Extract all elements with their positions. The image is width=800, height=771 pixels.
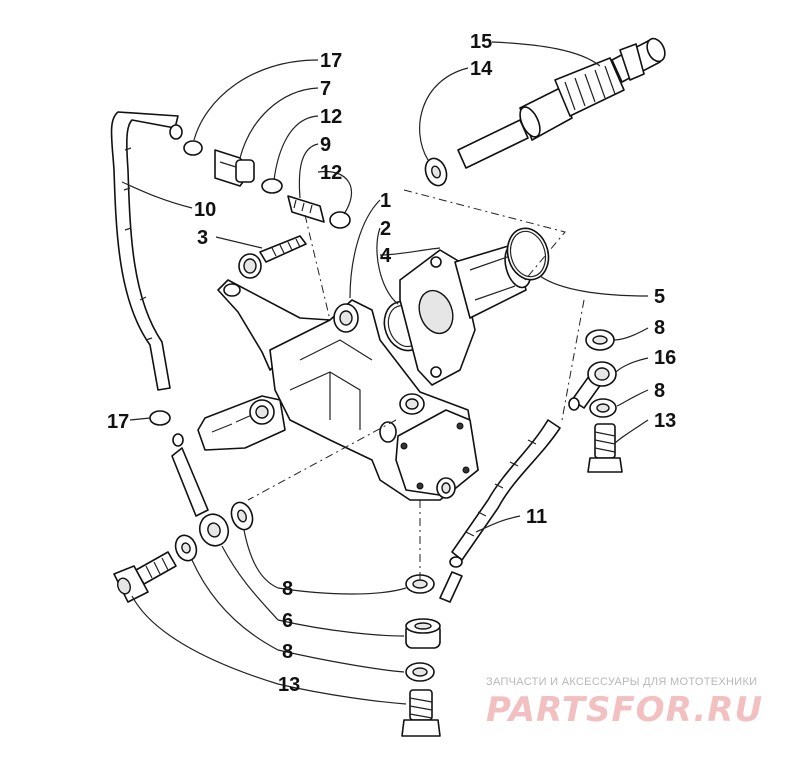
callout-9: 9 [320, 134, 331, 156]
callout-17-top: 17 [320, 50, 342, 72]
banjo-bolt-13-left [113, 551, 177, 603]
assembly-center-lines [247, 189, 585, 580]
callout-10: 10 [194, 199, 216, 221]
watermark-tagline: ЗАПЧАСТИ И АКСЕССУАРЫ ДЛЯ МОТОТЕХНИКИ [486, 676, 758, 688]
part-callouts: 17 7 12 9 12 10 3 1 2 4 5 15 14 8 16 8 1… [107, 31, 676, 696]
washer-8-right-top [585, 329, 615, 351]
callout-14: 14 [470, 58, 493, 80]
watermark-logo: PARTSFOR.RU [486, 690, 764, 730]
o-ring-5 [506, 227, 550, 281]
banjo-bolt-13-center [401, 689, 441, 737]
callout-7: 7 [320, 78, 331, 100]
hose-clamp-17-bottom [149, 410, 171, 426]
washer-14 [424, 157, 448, 187]
hose-sleeve-9 [287, 195, 325, 223]
callout-8-right-top: 8 [654, 317, 665, 339]
fitting-7 [214, 149, 255, 187]
callout-11: 11 [526, 506, 547, 528]
oil-hose-10 [110, 111, 179, 391]
callout-17-bottom: 17 [107, 411, 129, 433]
callout-13-right: 13 [654, 410, 676, 432]
callout-2: 2 [380, 218, 391, 240]
oil-pump-body-1 [197, 279, 479, 501]
callout-1: 1 [380, 190, 391, 212]
washer-8-left-a [230, 501, 254, 531]
oil-hose-11 [449, 419, 561, 568]
callout-4: 4 [380, 245, 392, 267]
drive-shaft-15 [457, 37, 666, 169]
callout-16: 16 [654, 347, 676, 369]
callout-8-center-a: 8 [282, 578, 293, 600]
callout-6: 6 [282, 610, 293, 632]
callout-12-b: 12 [320, 162, 342, 184]
washer-8-right-bottom [589, 398, 617, 418]
watermark: ЗАПЧАСТИ И АКСЕССУАРЫ ДЛЯ МОТОТЕХНИКИ PA… [486, 676, 786, 736]
callout-3: 3 [197, 227, 208, 249]
washer-8-center-b [405, 662, 435, 682]
banjo-fitting-16 [568, 361, 617, 411]
callout-8-right-bottom: 8 [654, 380, 665, 402]
banjo-bolt-13-right [587, 423, 623, 473]
callout-8-center-b: 8 [282, 641, 293, 663]
callout-5: 5 [654, 286, 665, 308]
callout-15: 15 [470, 31, 492, 53]
mounting-bolt-3 [238, 235, 307, 279]
hose-clamp-12-b [329, 211, 351, 229]
callout-12-a: 12 [320, 106, 342, 128]
hose-clamp-12-a [261, 178, 283, 194]
hose-clamp-17-top [169, 124, 203, 156]
banjo-fitting-6-left [171, 433, 230, 547]
leader-lines [121, 41, 649, 705]
washer-8-left-b [174, 534, 198, 562]
banjo-fitting-6-center [405, 571, 463, 649]
callout-13-bottom: 13 [278, 674, 300, 696]
